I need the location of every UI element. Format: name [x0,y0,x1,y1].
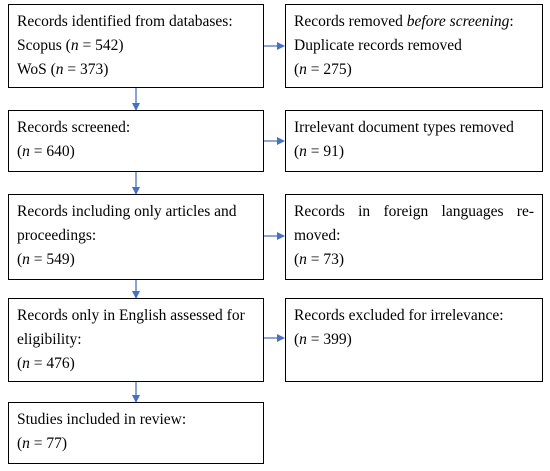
english-heading-cont: eligibility: [17,331,82,348]
irrelevant-heading: Irrelevant document types removed [294,119,514,136]
screened-heading: Records screened: [17,119,131,136]
articles-heading-cont: proceedings: [17,227,97,244]
identified-heading: Records identified from databases: [17,13,233,30]
english-count: (n = 476) [17,355,75,372]
included-heading: Studies included in review: [17,411,187,428]
included-count: (n = 77) [17,435,68,452]
box-studies-included: Studies included in review: (n = 77) [8,402,264,464]
screened-count: (n = 640) [17,143,75,160]
box-records-articles: Records including only articles and proc… [8,194,264,280]
box-foreign-languages: Records in foreign languages re- moved: … [285,194,543,280]
box-records-english: Records only in English assessed for eli… [8,298,264,382]
box-removed-before-screening: Records removed before screening: Duplic… [285,4,543,88]
foreign-count: (n = 73) [294,251,345,268]
wos-count: WoS (n = 373) [17,61,109,78]
articles-heading: Records including only articles and [17,203,237,220]
box-records-identified: Records identified from databases: Scopu… [8,4,264,88]
removed-count: (n = 275) [294,61,352,78]
foreign-heading: Records in foreign languages re- [294,203,534,220]
removed-heading: Records removed before screening: [294,13,514,30]
foreign-heading-cont: moved: [294,227,341,244]
removed-line2: Duplicate records removed [294,37,462,54]
scopus-count: Scopus (n = 542) [17,37,124,54]
irrelevant-count: (n = 91) [294,143,345,160]
english-heading: Records only in English assessed for [17,307,245,324]
box-irrelevant-types: Irrelevant document types removed (n = 9… [285,110,543,172]
excluded-heading: Records excluded for irrelevance: [294,307,504,324]
box-excluded-irrelevance: Records excluded for irrelevance: (n = 3… [285,298,543,382]
box-records-screened: Records screened: (n = 640) [8,110,264,172]
excluded-count: (n = 399) [294,331,352,348]
articles-count: (n = 549) [17,251,75,268]
